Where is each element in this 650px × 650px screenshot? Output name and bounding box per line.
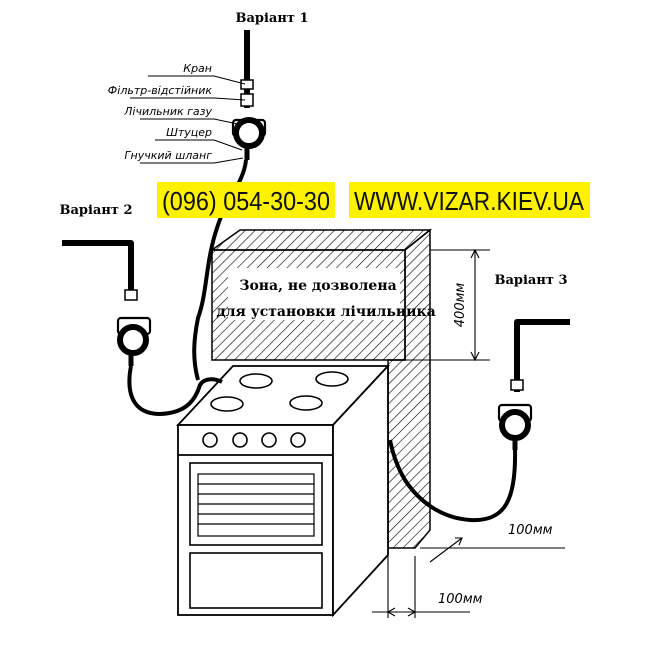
dimension-height-label: 400мм [453,283,468,328]
label-meter: Лічильник газу [123,105,212,118]
banner-phone-bg [157,182,335,218]
variant2-tap [124,289,138,301]
burner [210,396,244,412]
variant3-pipe [514,319,570,392]
dimension-front-label: 100мм [438,592,483,607]
wall [209,228,433,549]
variant3-meter [499,409,531,441]
banner-site-bg [349,182,590,218]
knob [202,432,218,448]
variant2-pipe [62,240,134,300]
label-filter: Фільтр-відстійник [108,84,213,97]
variant1-tap [240,79,254,90]
variant1-title: Варіант 1 [235,11,308,26]
contact-banner: (096) 054-30-30 WWW.VIZAR.KIEV.UA [157,182,590,218]
label-fitting: Штуцер [166,126,212,139]
zone-label-line1: Зона, не дозволена [239,278,396,294]
burner [315,371,349,387]
label-tap: Кран [183,62,212,75]
gas-stove [175,363,391,618]
label-hose: Гнучкий шланг [124,149,212,162]
burner [239,373,273,389]
knob [261,432,277,448]
variant3-hose [388,439,518,523]
knob [290,432,306,448]
burner [289,395,323,411]
variant3-tap [510,379,524,391]
variant2-title: Варіант 2 [59,203,132,218]
knob [232,432,248,448]
variant2-assembly [62,240,223,417]
stove-burners [210,371,349,412]
zone-label-bg [228,268,400,320]
variant3-assembly [388,319,570,523]
zone-label-line2: для установки лічильника [216,304,435,320]
variant3-title: Варіант 3 [494,273,567,288]
banner-website: WWW.VIZAR.KIEV.UA [354,186,585,216]
part-leader-lines [130,75,246,164]
variant2-meter [117,324,149,356]
variant1-meter [233,117,265,149]
dimension-side-label: 100мм [508,523,553,538]
banner-phone: (096) 054-30-30 [162,186,330,216]
dimension-lines [372,248,565,618]
stove-knobs [202,432,306,448]
storage-drawer [189,552,323,609]
oven-window [197,473,315,537]
wall-top-face [209,229,433,251]
variant2-hose [127,365,223,417]
